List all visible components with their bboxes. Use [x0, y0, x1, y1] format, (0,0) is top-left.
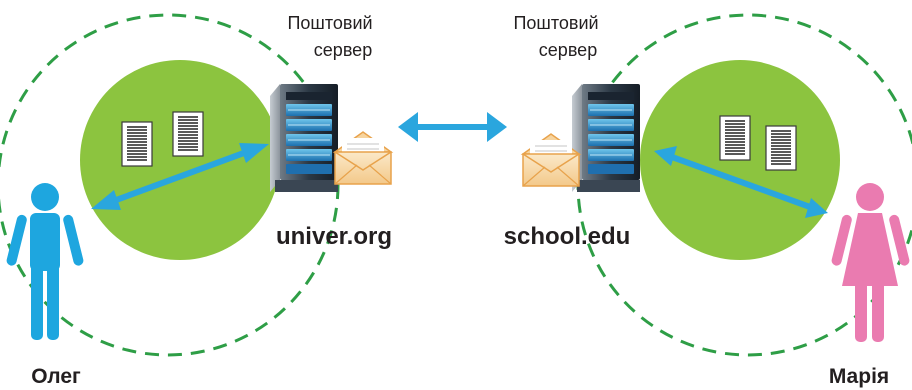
- document-icon: [719, 115, 751, 161]
- left-zone-fill: [80, 60, 280, 260]
- server-icon: [269, 83, 339, 193]
- right-server-label-line1: Поштовий: [513, 13, 598, 33]
- woman-icon: [831, 183, 910, 342]
- left-connection-arrow: [91, 143, 269, 210]
- server-icon: [571, 83, 641, 193]
- server-to-server-arrow: [398, 112, 507, 142]
- left-server-label-line2: сервер: [314, 40, 372, 60]
- right-domain-label: school.edu: [504, 223, 631, 250]
- right-server-label-line2: сервер: [539, 40, 597, 60]
- document-icon: [765, 125, 797, 171]
- document-icon: [121, 121, 153, 167]
- envelope-icon: [522, 133, 580, 187]
- envelope-icon: [334, 131, 392, 185]
- right-person-name: Марія: [829, 365, 889, 388]
- man-icon: [6, 183, 84, 340]
- left-server-label-line1: Поштовий: [287, 13, 372, 33]
- left-person-name: Олег: [31, 365, 81, 388]
- right-connection-arrow: [654, 146, 828, 218]
- document-icon: [172, 111, 204, 157]
- left-domain-label: univer.org: [276, 223, 392, 250]
